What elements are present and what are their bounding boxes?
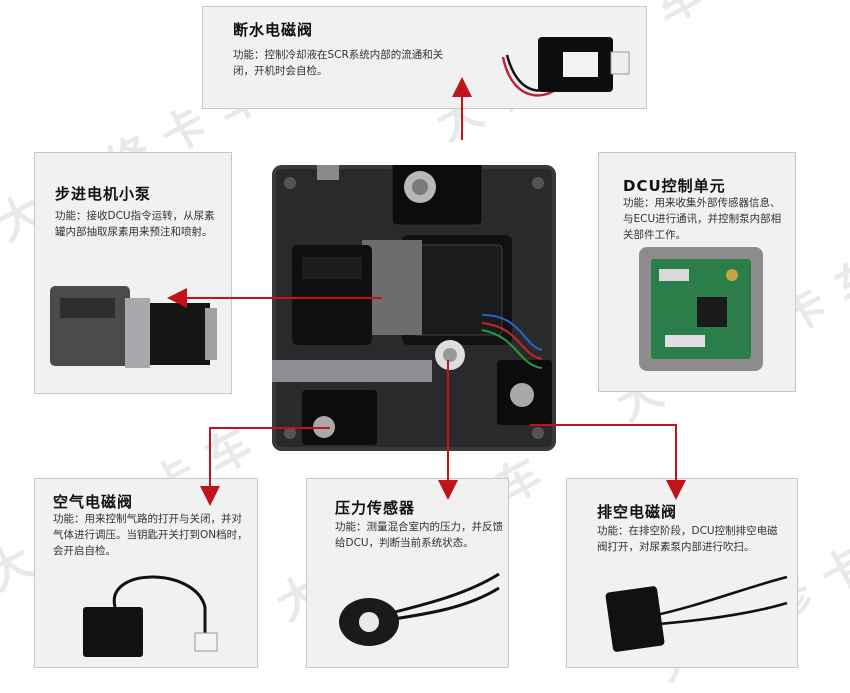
card-title: 压力传感器 — [335, 499, 416, 517]
pressure-sensor-icon — [339, 572, 500, 646]
card-purge-valve: 排空电磁阀 功能：在排空阶段，DCU控制排空电磁阀打开，对尿素泵内部进行吹扫。 — [566, 478, 798, 668]
urea-pump-assembly — [272, 120, 556, 451]
air-valve-icon — [83, 575, 218, 657]
purge-valve-icon — [605, 575, 788, 652]
card-description: 功能：接收DCU指令运转，从尿素罐内部抽取尿素用来预注和喷射。 — [55, 210, 215, 238]
card-shutoff-valve: 断水电磁阀 功能：控制冷却液在SCR系统内部的流通和关闭，开机时会自检。 — [202, 6, 647, 109]
card-description: 功能：测量混合室内的压力，并反馈给DCU，判断当前系统状态。 — [335, 521, 503, 549]
card-title: DCU控制单元 — [623, 177, 726, 195]
card-description: 功能：用来收集外部传感器信息、与ECU进行通讯，并控制泵内部相关部件工作。 — [623, 197, 782, 241]
card-dcu: DCU控制单元 功能：用来收集外部传感器信息、与ECU进行通讯，并控制泵内部相关… — [598, 152, 796, 392]
card-title: 断水电磁阀 — [233, 21, 314, 39]
pump-illustration — [272, 120, 552, 445]
card-stepper-pump: 步进电机小泵 功能：接收DCU指令运转，从尿素罐内部抽取尿素用来预注和喷射。 — [34, 152, 232, 394]
card-title: 步进电机小泵 — [55, 185, 152, 203]
shutoff-valve-icon — [501, 37, 630, 97]
card-air-valve: 空气电磁阀 功能：用来控制气路的打开与关闭，并对气体进行调压。当钥匙开关打到ON… — [34, 478, 258, 668]
stepper-pump-icon — [50, 286, 217, 368]
card-description: 功能：在排空阶段，DCU控制排空电磁阀打开，对尿素泵内部进行吹扫。 — [597, 525, 778, 553]
card-pressure-sensor: 压力传感器 功能：测量混合室内的压力，并反馈给DCU，判断当前系统状态。 — [306, 478, 509, 668]
card-title: 空气电磁阀 — [53, 493, 134, 511]
card-description: 功能：用来控制气路的打开与关闭，并对气体进行调压。当钥匙开关打到ON档时，会开启… — [53, 513, 248, 557]
card-title: 排空电磁阀 — [597, 503, 678, 521]
dcu-board-icon — [639, 247, 763, 371]
card-description: 功能：控制冷却液在SCR系统内部的流通和关闭，开机时会自检。 — [233, 49, 444, 77]
